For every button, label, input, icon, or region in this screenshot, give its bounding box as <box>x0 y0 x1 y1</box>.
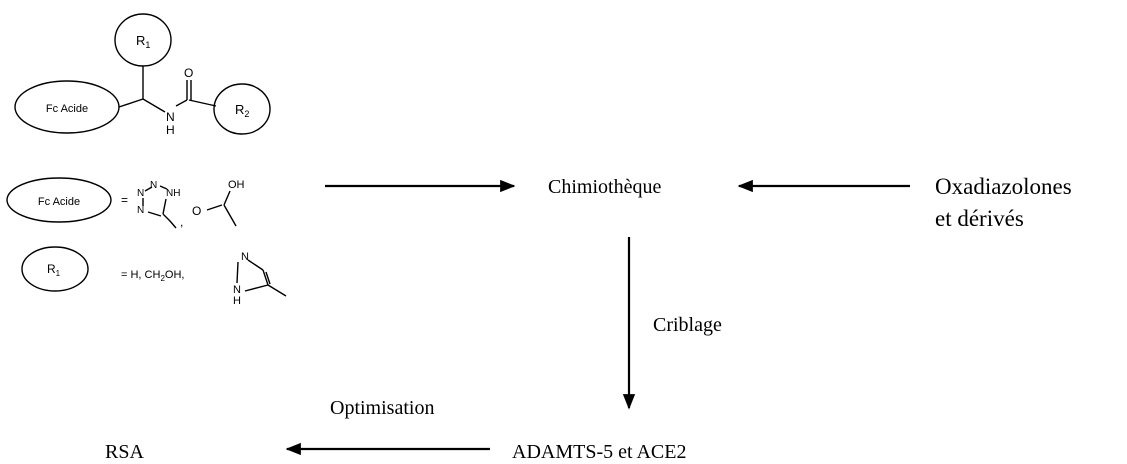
atom-h: H <box>166 123 175 137</box>
imidazole-n-nh: N <box>233 284 241 296</box>
tetrazole-n-top: N <box>150 180 157 191</box>
bond-acide-ca <box>118 98 144 108</box>
r2-circle <box>213 83 271 135</box>
tetrazole-n-bottom: N <box>137 205 144 216</box>
atom-n: N <box>166 110 175 124</box>
tetrazole-n-left: N <box>137 188 144 199</box>
chimiotheque-label: Chimiothèque <box>548 176 661 198</box>
bond-c-r2 <box>188 99 217 107</box>
tetrazole-icon: N N NH N N , <box>137 180 183 229</box>
imidazole-icon: N N H <box>233 251 287 307</box>
legend-r1: R1 = H, CH2OH, N N H <box>21 246 287 307</box>
bond-c-o <box>186 80 192 100</box>
fc-acide-label: Fc Acide <box>46 103 88 115</box>
r1-label: R1 <box>136 33 150 50</box>
imidazole-n-top: N <box>241 251 249 263</box>
oxadiazolones-label-line2: et dérivés <box>935 206 1024 231</box>
legend-fc-acide: Fc Acide = N N NH N N , O OH <box>6 177 245 229</box>
criblage-label: Criblage <box>653 314 722 336</box>
adamts-label: ADAMTS-5 et ACE2 <box>512 441 686 463</box>
tetrazole-comma: , <box>180 215 183 229</box>
bond-n-c <box>175 99 188 107</box>
fc-acide-ellipse-legend <box>6 177 112 223</box>
fc-acide-legend-label: Fc Acide <box>38 196 80 208</box>
r1-values: = H, CH2OH, <box>121 269 184 283</box>
generic-structure: R1 Fc Acide N H O R2 <box>14 13 271 137</box>
rsa-label: RSA <box>105 441 144 463</box>
r1-legend-label: R1 <box>47 262 61 278</box>
r1-ellipse-legend <box>21 246 89 292</box>
oh-label: OH <box>228 179 245 191</box>
separator-o: O <box>192 204 201 218</box>
bond-ca-n <box>142 98 166 113</box>
flow: Chimiothèque Oxadiazolones et dérivés Cr… <box>105 174 1072 463</box>
atom-o: O <box>184 66 193 80</box>
carboxyl-icon: OH <box>206 179 245 227</box>
r2-label: R2 <box>235 102 249 119</box>
imidazole-h: H <box>233 295 241 307</box>
tetrazole-nh: NH <box>166 188 180 199</box>
oxadiazolones-label-line1: Oxadiazolones <box>935 174 1072 199</box>
optimisation-label: Optimisation <box>330 397 434 419</box>
equals-sign: = <box>121 193 128 207</box>
